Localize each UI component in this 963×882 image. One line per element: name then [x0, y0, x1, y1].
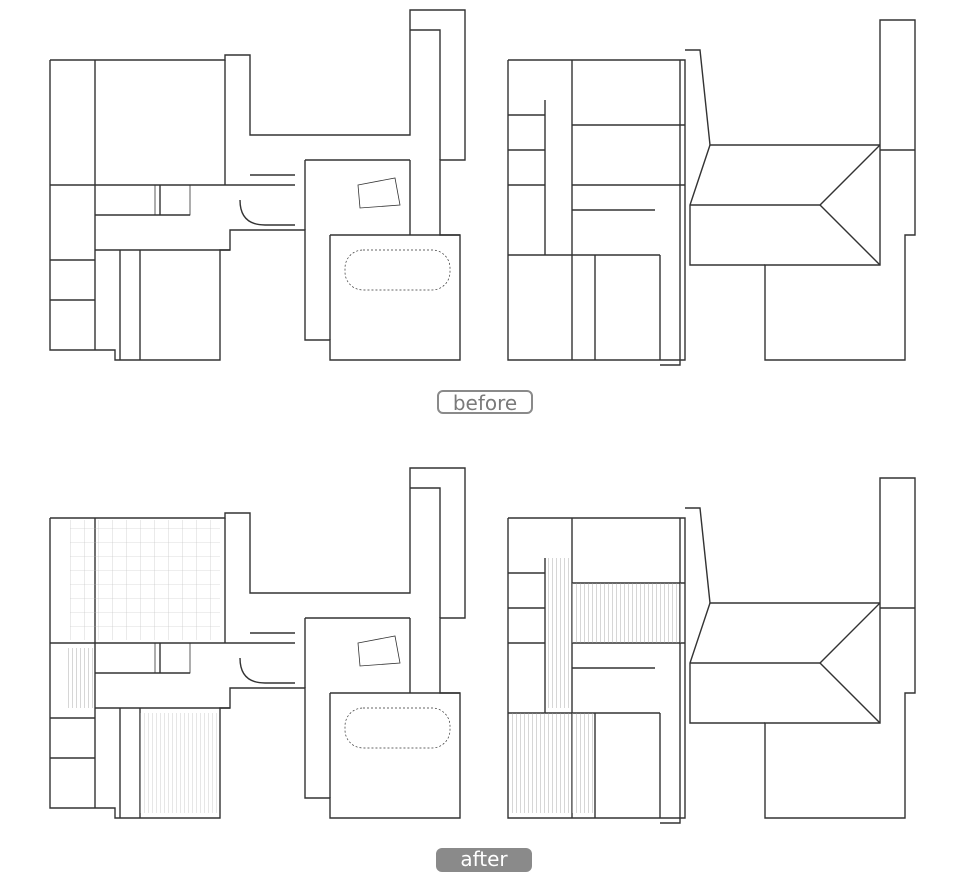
- tiled-ldk: [70, 520, 220, 640]
- before-label: before: [437, 390, 533, 414]
- flooring-hatch: [572, 583, 682, 643]
- plan-after: [49, 467, 916, 824]
- plan-before: [49, 9, 916, 366]
- after-label: after: [436, 848, 532, 872]
